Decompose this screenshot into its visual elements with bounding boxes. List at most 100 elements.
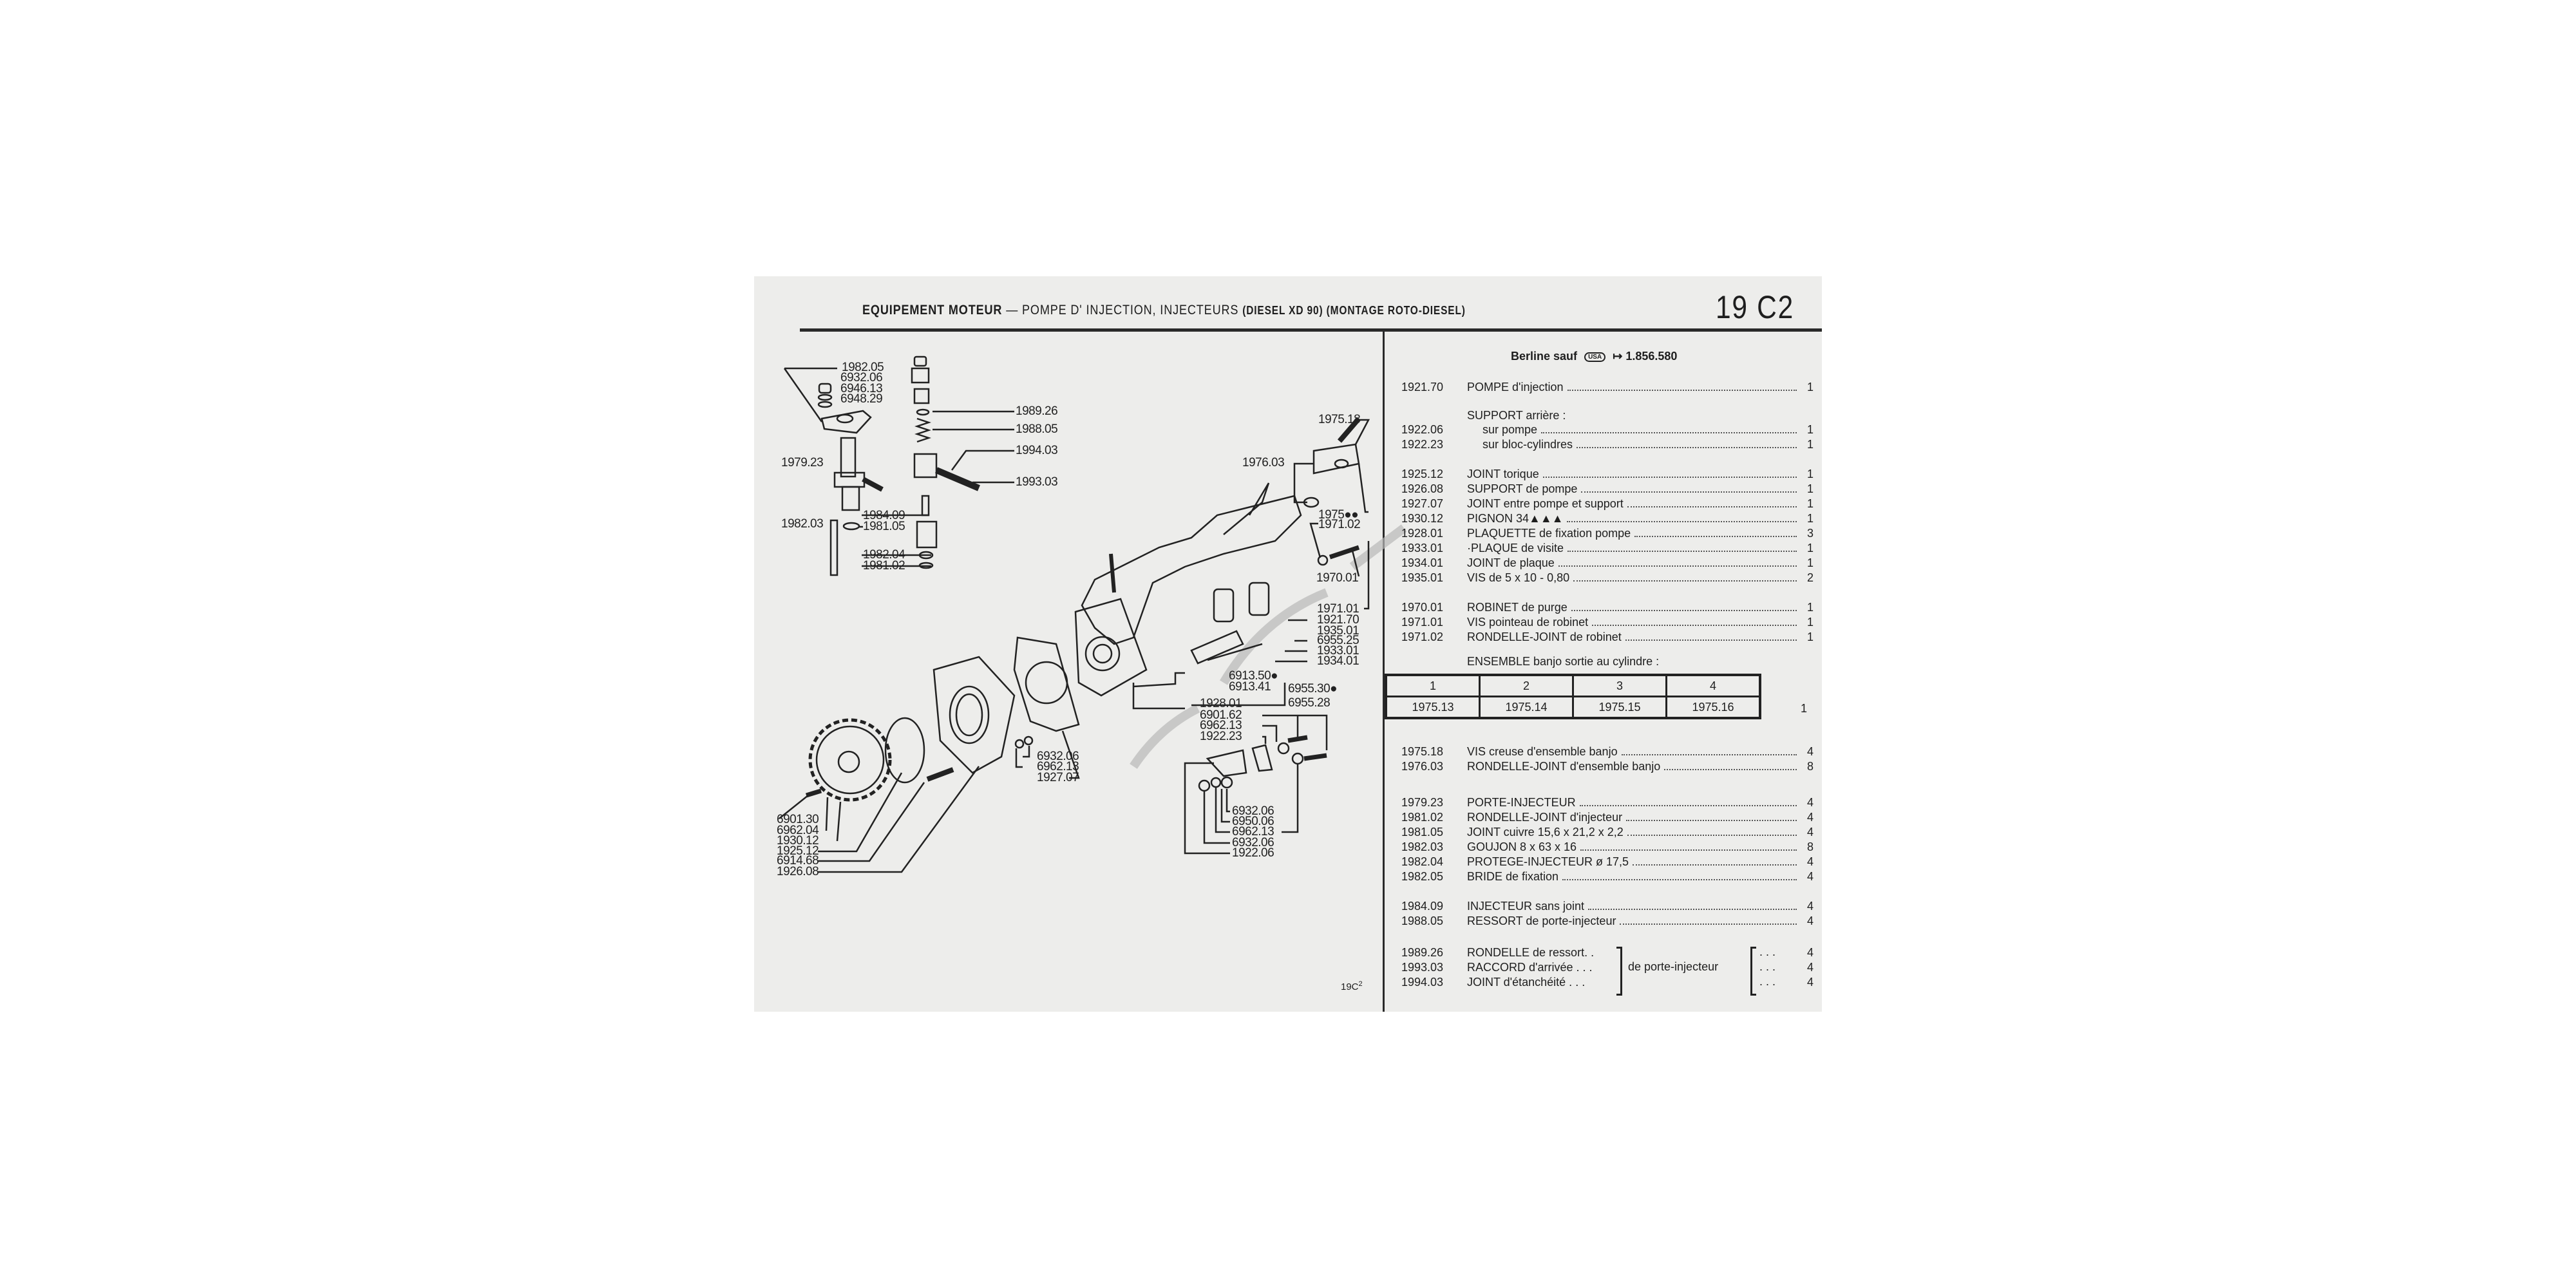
- callout-label: 6913.50●: [1229, 669, 1278, 683]
- banjo-part-number: 1975.14: [1479, 696, 1574, 719]
- callout-label: 1970.01: [1316, 571, 1359, 585]
- part-number: 1989.26: [1401, 946, 1444, 959]
- part-quantity: 4: [1806, 855, 1814, 868]
- dot-leader: [1541, 423, 1797, 433]
- callout-label: 6946.13: [840, 382, 883, 395]
- page-header: EQUIPEMENT MOTEUR — POMPE D' INJECTION, …: [862, 303, 1466, 318]
- part-number: 1984.09: [1401, 900, 1444, 913]
- callout-label: 1988.05: [1016, 422, 1058, 436]
- list-heading: Berline sauf USA ↦ 1.856.580: [1511, 350, 1677, 363]
- part-quantity: 1: [1806, 468, 1814, 480]
- dot-leader: [1577, 438, 1797, 448]
- part-number: 1971.01: [1401, 616, 1444, 629]
- part-description: VIS de 5 x 10 - 0,80: [1467, 571, 1570, 584]
- callout-label: 6932.06: [840, 371, 883, 384]
- banjo-qty: 1: [1801, 702, 1808, 715]
- diagram-code-sup: 2: [1358, 980, 1363, 988]
- part-description: VIS creuse d'ensemble banjo: [1467, 745, 1618, 758]
- group-dots: . . .: [1759, 960, 1776, 973]
- part-quantity: 2: [1806, 571, 1814, 584]
- part-description: PIGNON 34▲▲▲: [1467, 512, 1564, 525]
- part-quantity: 4: [1806, 961, 1814, 974]
- dot-leader: [1633, 855, 1797, 866]
- callout-label: 6962.04: [777, 824, 819, 837]
- banjo-col-header: 2: [1479, 674, 1574, 697]
- header-rule: [800, 328, 1822, 332]
- part-description: RESSORT de porte-injecteur: [1467, 914, 1616, 927]
- heading-prefix: Berline sauf: [1511, 350, 1578, 363]
- gear-drawing: [779, 717, 1080, 873]
- part-quantity: 1: [1806, 630, 1814, 643]
- support-subheading: SUPPORT arrière :: [1467, 409, 1566, 422]
- group-dots: . . .: [1759, 975, 1776, 988]
- dot-leader: [1567, 542, 1797, 552]
- part-number: 1981.02: [1401, 811, 1444, 824]
- part-number: 1935.01: [1401, 571, 1444, 584]
- group-dots: . . .: [1759, 945, 1776, 958]
- part-quantity: 1: [1806, 616, 1814, 629]
- part-quantity: 1: [1806, 381, 1814, 393]
- callout-label: 6914.68: [777, 854, 819, 867]
- callout-label: 1935.01: [1317, 624, 1359, 638]
- part-description: INJECTEUR sans joint: [1467, 900, 1585, 913]
- part-number: 1925.12: [1401, 468, 1444, 480]
- injector-drawing: [858, 355, 1014, 569]
- injection-pump-drawing: [1074, 482, 1302, 697]
- banjo-table: 1 2 3 4 1975.13 1975.14 1975.15 1975.16: [1385, 674, 1761, 719]
- callout-label: 1982.04: [863, 548, 905, 562]
- callout-label: 6932.06: [1232, 804, 1274, 818]
- part-number: 1922.23: [1401, 438, 1444, 451]
- banjo-col-header: 1: [1385, 674, 1481, 697]
- part-description: ·PLAQUE de visite: [1467, 542, 1564, 554]
- callout-label: 1975.18: [1318, 413, 1361, 426]
- dot-leader: [1579, 796, 1797, 806]
- part-quantity: 3: [1806, 527, 1814, 540]
- part-quantity: 4: [1806, 914, 1814, 927]
- part-description: PLAQUETTE de fixation pompe: [1467, 527, 1631, 540]
- part-description: JOINT cuivre 15,6 x 21,2 x 2,2: [1467, 826, 1624, 838]
- usa-badge: USA: [1584, 352, 1606, 362]
- callout-label: 1921.70: [1317, 613, 1359, 627]
- callout-label: 1989.26: [1016, 404, 1058, 418]
- part-description: sur bloc-cylindres: [1482, 438, 1573, 451]
- header-dash: —: [1006, 303, 1019, 317]
- part-number: 1930.12: [1401, 512, 1444, 525]
- gasket-drawing: [1013, 636, 1080, 732]
- callout-label: 1975●●: [1318, 508, 1359, 522]
- part-number: 1982.05: [1401, 870, 1444, 883]
- callout-label: 6955.28: [1288, 696, 1331, 710]
- part-description: JOINT torique: [1467, 468, 1539, 480]
- callout-label: 6932.06: [1037, 750, 1079, 763]
- dot-leader: [1571, 601, 1797, 611]
- part-quantity: 4: [1806, 946, 1814, 959]
- injector-holder-drawing: [783, 367, 884, 576]
- arrow-icon: ↦: [1613, 350, 1623, 363]
- callout-label: 1981.05: [863, 520, 905, 533]
- part-number: 1933.01: [1401, 542, 1444, 554]
- part-description: POMPE d'injection: [1467, 381, 1564, 393]
- column-divider: [1383, 330, 1385, 1012]
- part-number: 1994.03: [1401, 976, 1444, 989]
- part-description: RONDELLE-JOINT de robinet: [1467, 630, 1622, 643]
- group-bracket-left: [1616, 947, 1622, 996]
- banjo-part-number: 1975.15: [1572, 696, 1667, 719]
- rear-support-drawing: [1132, 672, 1328, 855]
- callout-label: 6950.06: [1232, 815, 1274, 828]
- part-quantity: 4: [1806, 900, 1814, 913]
- callout-label: 1981.02: [863, 559, 905, 573]
- part-description: JOINT entre pompe et support: [1467, 497, 1624, 510]
- callout-label: 6962.13: [1232, 825, 1274, 838]
- part-number: 1970.01: [1401, 601, 1444, 614]
- callout-label: 6901.62: [1200, 708, 1242, 722]
- part-description: JOINT de plaque: [1467, 556, 1555, 569]
- dot-leader: [1567, 512, 1797, 522]
- diagram-reference: 19C2: [1341, 980, 1363, 992]
